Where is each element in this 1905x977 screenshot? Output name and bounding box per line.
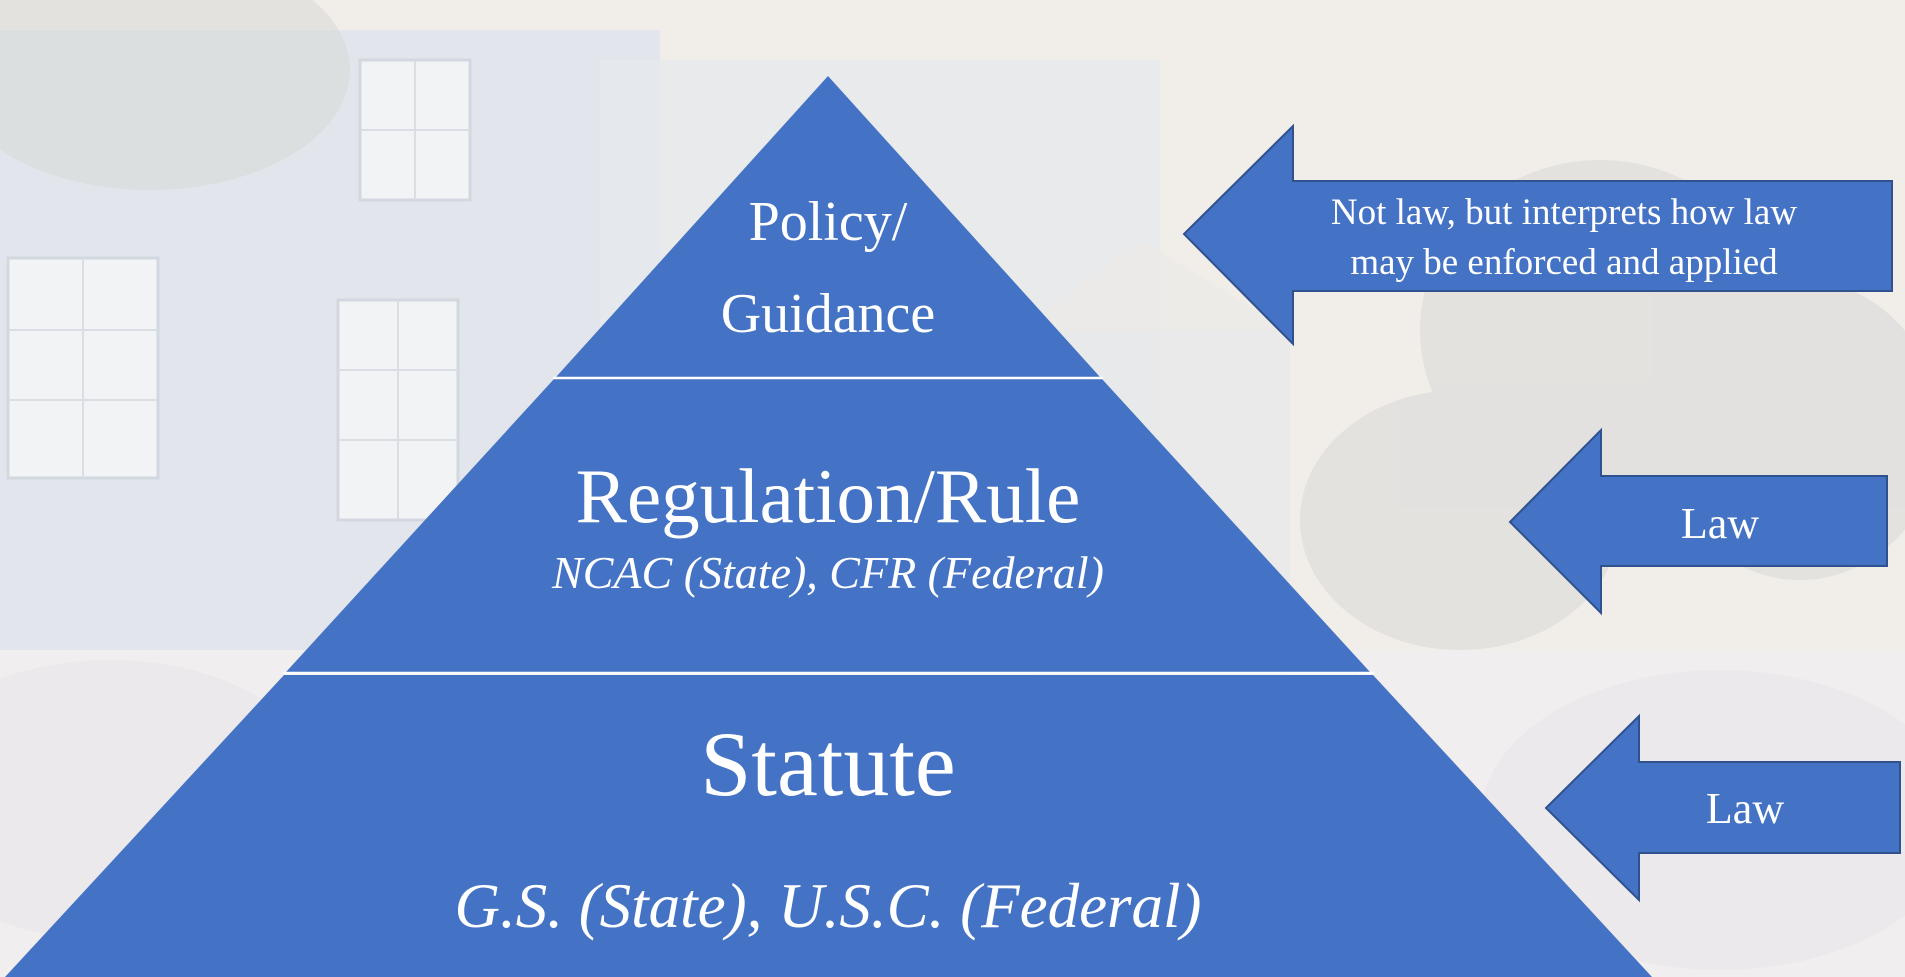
pyramid-tier-regulation	[286, 379, 1370, 672]
policy-note-line1: Not law, but interprets how law	[1330, 192, 1798, 233]
policy-label-line1: Policy/	[748, 191, 908, 253]
pyramid-tier-statute	[5, 675, 1652, 977]
regulation-law-label: Law	[1680, 499, 1760, 548]
policy-note-line2: may be enforced and applied	[1350, 242, 1778, 283]
statute-label: Statute	[700, 713, 956, 815]
statute-sublabel: G.S. (State), U.S.C. (Federal)	[454, 871, 1202, 941]
regulation-label: Regulation/Rule	[575, 453, 1081, 539]
statute-law-label: Law	[1705, 784, 1785, 833]
arrow-statute-law	[1544, 713, 1901, 903]
pyramid-tier-policy	[556, 76, 1100, 377]
policy-label-line2: Guidance	[720, 283, 936, 345]
regulation-sublabel: NCAC (State), CFR (Federal)	[552, 547, 1104, 598]
arrow-policy-note	[1182, 123, 1893, 347]
arrow-regulation-law	[1508, 427, 1888, 616]
